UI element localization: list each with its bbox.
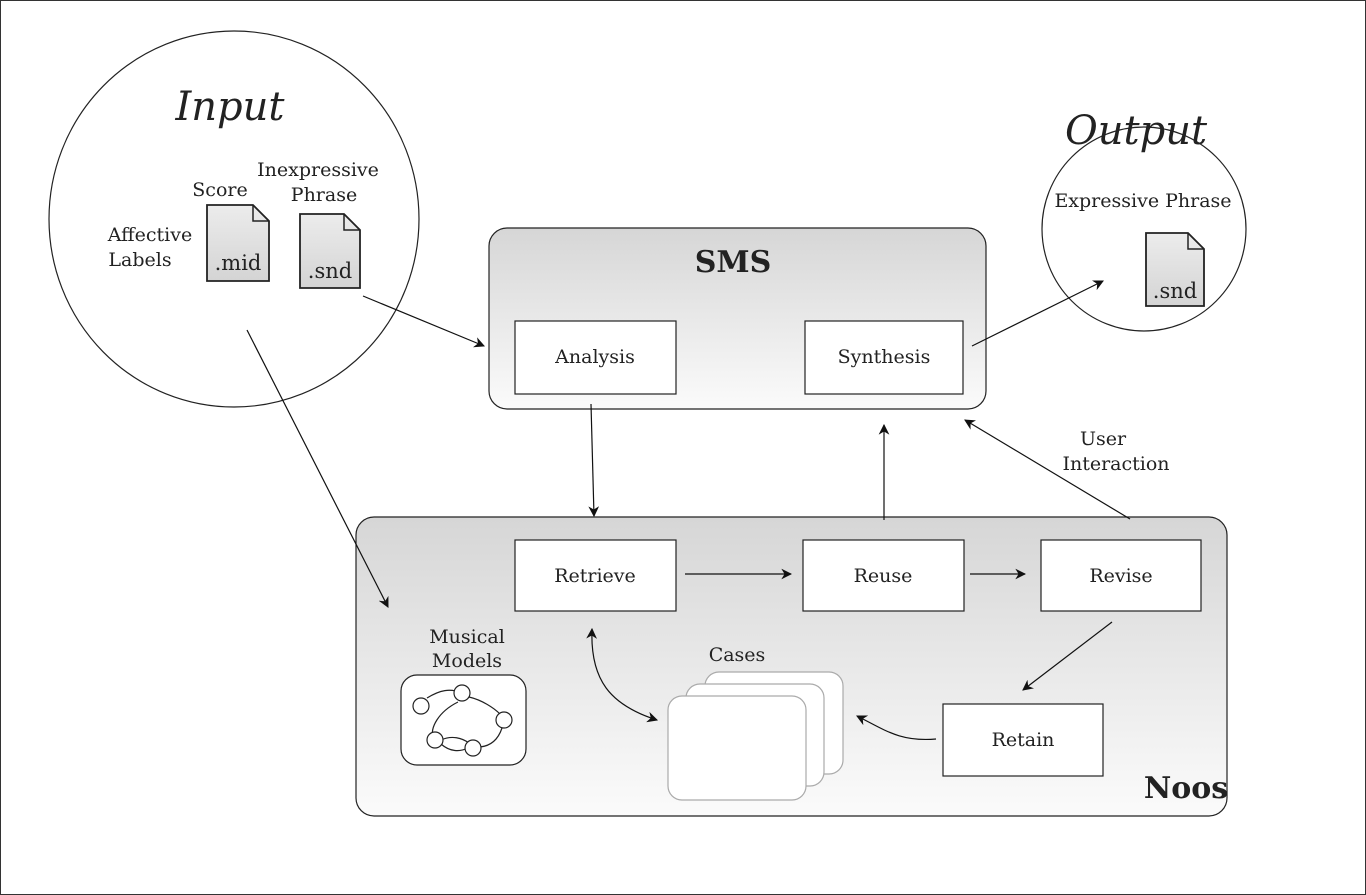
arrow-analysis-to-retrieve (588, 403, 600, 518)
retrieve-box (514, 539, 677, 612)
synthesis-box (804, 320, 964, 395)
arrow-retrieve-cases-bidirectional (586, 627, 659, 723)
user-interaction-label-line1: User (1080, 428, 1127, 450)
musical-models-graph-icon (400, 674, 527, 766)
inexpressive-sound-file-icon: .snd (299, 213, 361, 289)
midi-file-ext: .mid (215, 251, 262, 275)
affective-label-line1: Affective (107, 224, 192, 246)
retrieve-label: Retrieve (554, 565, 636, 587)
expressive-sound-file-icon: .snd (1145, 232, 1205, 307)
input-ellipse (48, 30, 420, 408)
inexpressive-file-ext: .snd (308, 259, 352, 283)
arrow-synthesis-to-output (971, 280, 1104, 347)
synthesis-label: Synthesis (838, 346, 931, 368)
cases-label: Cases (709, 644, 766, 666)
inexpressive-label-line1: Inexpressive (257, 159, 379, 181)
score-label: Score (192, 179, 247, 201)
revise-box (1040, 539, 1202, 612)
arrow-revise-to-retain (1022, 621, 1113, 691)
sms-title: SMS (695, 245, 772, 280)
reuse-box (802, 539, 965, 612)
affective-label-line2: Labels (108, 249, 171, 271)
output-title: Output (1065, 108, 1208, 154)
retain-box (942, 703, 1104, 777)
reuse-label: Reuse (854, 565, 913, 587)
musical-models-label-line2: Models (432, 650, 502, 672)
noos-title: Noos (1144, 771, 1228, 806)
inexpressive-label-line2: Phrase (291, 184, 357, 206)
expressive-file-ext: .snd (1153, 279, 1197, 303)
case-card (667, 695, 807, 801)
user-interaction-label-line2: Interaction (1062, 453, 1169, 475)
revise-label: Revise (1089, 565, 1152, 587)
analysis-label: Analysis (554, 346, 635, 368)
output-ellipse (1041, 126, 1247, 332)
cases-stack (667, 671, 844, 801)
arrow-revise-to-sms (964, 419, 1131, 520)
retain-label: Retain (992, 729, 1055, 751)
analysis-box (514, 320, 677, 395)
arrow-retain-to-cases (856, 715, 937, 741)
midi-file-icon: .mid (206, 204, 270, 282)
expressive-phrase-label: Expressive Phrase (1054, 190, 1231, 212)
input-title: Input (174, 84, 285, 130)
arrow-input-to-analysis (362, 295, 485, 348)
arrow-input-to-noos (246, 329, 389, 608)
musical-models-label-line1: Musical (429, 626, 505, 648)
